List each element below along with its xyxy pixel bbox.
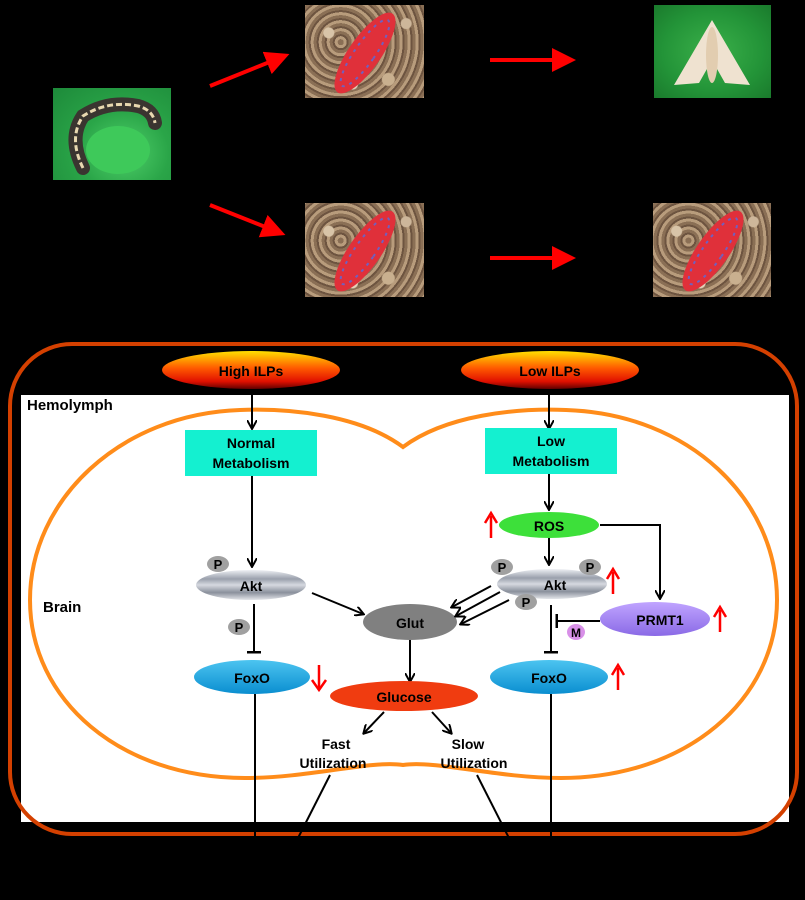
arrow-akt-right-to-glut-3 — [461, 599, 510, 624]
moth-photo — [654, 5, 771, 98]
methyl-badge — [567, 624, 585, 640]
brain-membrane — [27, 407, 780, 781]
phospho-label: P — [498, 560, 507, 575]
fast-utilization-label-2: Utilization — [300, 755, 367, 771]
pupa-icon — [334, 210, 396, 292]
foxo-label-right: FoxO — [531, 670, 567, 686]
fast-utilization-label-1: Fast — [322, 736, 351, 752]
foxo-label-left: FoxO — [234, 670, 270, 686]
phospho-badge — [228, 619, 250, 635]
connector-slow-utilization — [476, 774, 511, 841]
arrow-akt-right-to-glut-1 — [452, 585, 492, 607]
high-ilps-node — [162, 351, 340, 389]
low-metabolism-label-2: Metabolism — [512, 453, 589, 469]
glut-node — [363, 604, 457, 640]
larva-photo — [53, 88, 171, 180]
prmt1-label: PRMT1 — [636, 612, 684, 628]
hemolymph-panel — [21, 395, 789, 822]
low-metabolism-box — [485, 428, 617, 474]
caterpillar-icon — [68, 97, 162, 175]
glut-label: Glut — [396, 615, 424, 631]
arrow-glucose-to-slow — [431, 711, 451, 733]
phospho-badge — [207, 556, 229, 572]
phospho-label: P — [522, 595, 531, 610]
phospho-label: P — [586, 560, 595, 575]
glucose-node — [330, 681, 478, 711]
pupa-photo-bottom-left — [305, 203, 424, 297]
foxo-left-down-arrow-head — [310, 679, 328, 693]
normal-metabolism-label-1: Normal — [227, 435, 275, 451]
arrow-akt-right-to-glut-2 — [456, 591, 501, 616]
prmt1-up-arrow-head — [712, 604, 728, 618]
foxo-node-right — [490, 660, 608, 694]
pupa-photo-bottom-right — [653, 203, 771, 297]
arrow-ros-to-prmt1 — [600, 524, 660, 598]
pupa-icon — [334, 12, 396, 94]
ros-up-arrow-head — [483, 510, 499, 524]
brain-label: Brain — [43, 599, 81, 616]
normal-metabolism-label-2: Metabolism — [212, 455, 289, 471]
akt-label-right: Akt — [544, 577, 567, 593]
foxo-node-left — [194, 660, 310, 694]
pupa-icon — [682, 210, 744, 292]
methyl-label: M — [571, 626, 581, 640]
normal-metabolism-box — [185, 430, 317, 476]
ros-label: ROS — [534, 518, 564, 534]
slow-utilization-label-1: Slow — [452, 736, 485, 752]
slow-utilization-label-2: Utilization — [441, 755, 508, 771]
akt-node-left — [196, 570, 306, 600]
phospho-label: P — [214, 557, 223, 572]
foxo-right-up-arrow-head — [610, 662, 626, 676]
phospho-badge — [515, 594, 537, 610]
arrow-glucose-to-fast — [364, 711, 385, 733]
hemolymph-label: Hemolymph — [27, 397, 113, 414]
arrow-larva-to-diapause-pupa — [209, 203, 286, 238]
prmt1-node — [600, 602, 710, 636]
phospho-badge — [579, 559, 601, 575]
pupa-photo-top — [305, 5, 424, 98]
akt-up-arrow-head — [605, 566, 621, 580]
akt-label-left: Akt — [240, 578, 263, 594]
phospho-label: P — [235, 620, 244, 635]
arrow-akt-left-to-glut — [311, 592, 363, 614]
akt-node-right — [497, 569, 607, 599]
ros-node — [499, 512, 599, 538]
connector-fast-utilization — [296, 774, 331, 841]
low-metabolism-label-1: Low — [537, 433, 565, 449]
hemolymph-border — [8, 342, 799, 836]
high-ilps-label: High ILPs — [219, 363, 284, 379]
low-ilps-node — [461, 351, 639, 389]
phospho-badge — [491, 559, 513, 575]
low-ilps-label: Low ILPs — [519, 363, 581, 379]
arrow-larva-to-pupa — [209, 51, 290, 88]
glucose-label: Glucose — [376, 689, 431, 705]
moth-icon — [674, 20, 750, 85]
